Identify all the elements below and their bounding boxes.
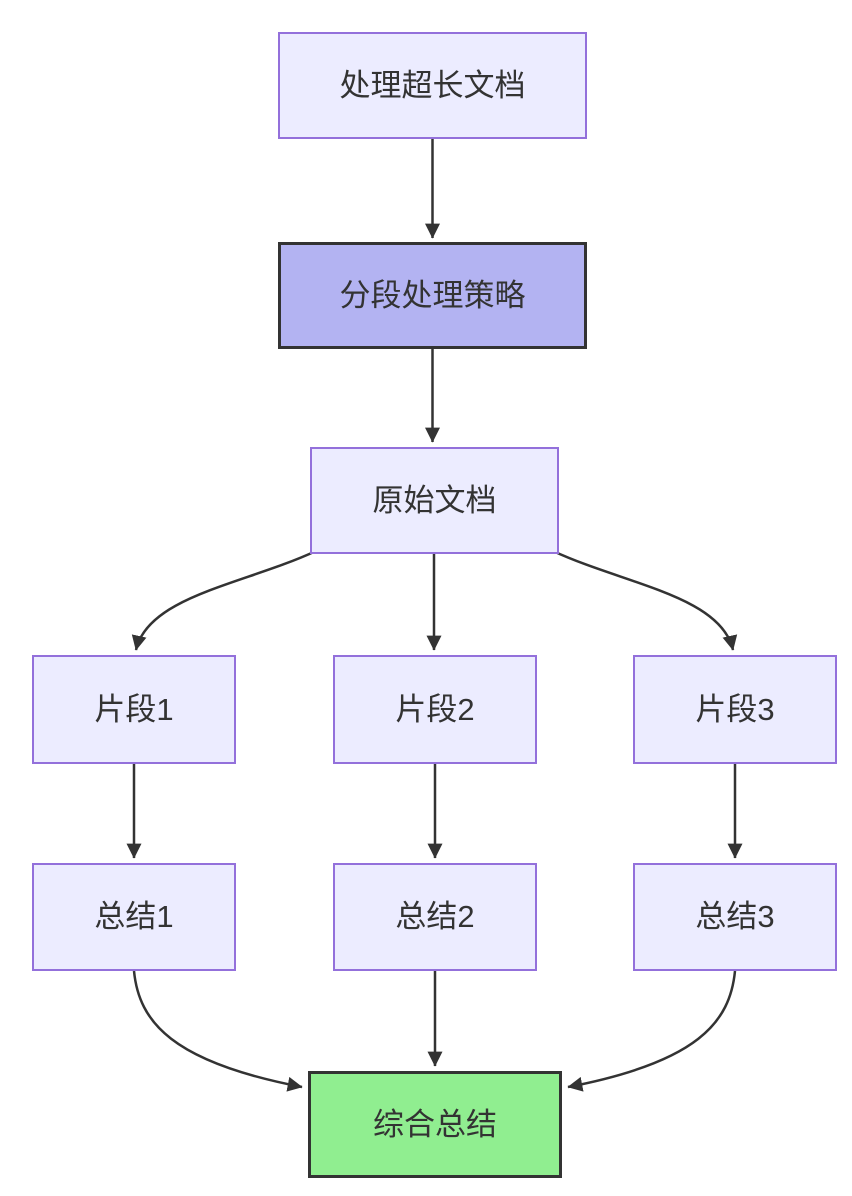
node-summary-1: 总结1 [32,863,236,971]
node-original-document: 原始文档 [310,447,559,554]
edge-C-D3 [552,549,738,651]
edge-E3-F [567,970,737,1092]
node-segmentation-strategy: 分段处理策略 [278,242,587,349]
node-fragment-2: 片段2 [333,655,537,764]
node-summary-3: 总结3 [633,863,837,971]
node-fragment-3: 片段3 [633,655,837,764]
node-handle-long-document: 处理超长文档 [278,32,587,139]
edge-C-D1 [131,549,317,651]
node-combined-summary: 综合总结 [308,1071,562,1178]
node-summary-2: 总结2 [333,863,537,971]
node-fragment-1: 片段1 [32,655,236,764]
edge-E1-F [132,970,303,1092]
